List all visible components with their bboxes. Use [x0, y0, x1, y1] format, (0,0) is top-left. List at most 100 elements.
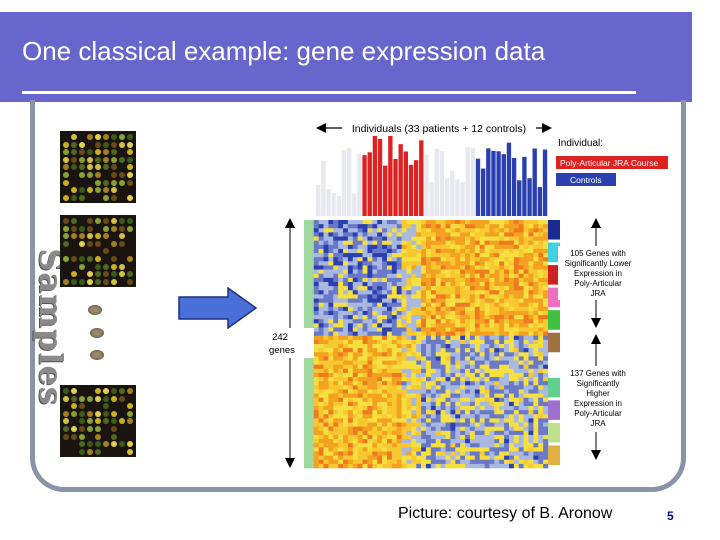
heatmap-cell — [333, 344, 339, 349]
heatmap-cell — [372, 406, 378, 411]
genes-label-bg — [266, 328, 314, 358]
heatmap-cell — [308, 377, 315, 382]
heatmap-cell — [440, 389, 446, 394]
heatmap-cell — [377, 339, 383, 345]
heatmap-cell — [484, 434, 490, 440]
heatmap-cell — [343, 282, 349, 287]
heatmap-cell — [484, 364, 490, 370]
array-spot — [103, 225, 109, 232]
heatmap-cell — [313, 240, 319, 246]
heatmap-cell — [469, 401, 476, 407]
heatmap-cell — [357, 463, 363, 469]
array-spot — [63, 256, 69, 262]
heatmap-cell — [323, 447, 329, 452]
array-spot — [63, 426, 69, 432]
array-spot — [71, 426, 77, 432]
array-spot — [127, 172, 133, 178]
heatmap-cell — [338, 290, 344, 295]
array-spot — [95, 256, 101, 262]
heatmap-cell — [489, 224, 495, 229]
heatmap-cell — [426, 228, 432, 233]
heatmap-cell — [440, 434, 446, 440]
heatmap-cell — [338, 372, 344, 378]
heatmap-cell — [396, 451, 402, 456]
heatmap-cell — [406, 290, 412, 295]
heatmap-cell — [377, 220, 383, 225]
column-bar — [491, 150, 496, 216]
heatmap-cell — [396, 344, 402, 349]
heatmap-cell — [435, 282, 441, 287]
group1-label-bg — [558, 246, 638, 300]
heatmap-cell — [386, 344, 393, 349]
heatmap-cell — [430, 306, 437, 312]
array-spot — [111, 240, 117, 247]
heatmap-cell — [382, 397, 388, 403]
heatmap-cell — [367, 414, 373, 419]
heatmap-cell — [362, 265, 368, 270]
heatmap-cell — [401, 302, 407, 308]
column-bar — [517, 180, 522, 216]
heatmap-cell — [430, 455, 437, 461]
heatmap-cell — [304, 315, 310, 320]
heatmap-cell — [474, 434, 480, 440]
heatmap-cell — [308, 302, 315, 308]
heatmap-cell — [328, 348, 334, 353]
heatmap-cell — [474, 302, 480, 308]
heatmap-cell — [435, 344, 441, 349]
heatmap-cell — [382, 315, 388, 320]
heatmap-cell — [318, 459, 324, 465]
heatmap-cell — [323, 406, 329, 411]
heatmap-cell — [382, 282, 388, 287]
heatmap-cell — [391, 356, 398, 361]
heatmap-cell — [416, 265, 422, 270]
heatmap-cell — [347, 377, 354, 382]
heatmap-cell — [362, 244, 368, 250]
column-bar — [377, 138, 383, 216]
heatmap-cell — [528, 310, 534, 316]
heatmap-cell — [484, 426, 490, 432]
heatmap-cell — [304, 273, 310, 279]
heatmap-cell — [391, 228, 398, 233]
heatmap-cell — [318, 422, 324, 427]
heatmap-cell — [391, 389, 398, 394]
array-spot — [71, 187, 77, 194]
heatmap-cell — [440, 451, 446, 456]
heatmap-cell — [499, 356, 505, 361]
heatmap-cell — [499, 393, 505, 399]
heatmap-cell — [338, 236, 344, 241]
heatmap-cell — [343, 426, 349, 432]
heatmap-cell — [333, 327, 339, 332]
heatmap-cell — [489, 422, 495, 427]
heatmap-cell — [533, 253, 539, 258]
heatmap-cell — [411, 381, 417, 386]
heatmap-cell — [538, 434, 544, 440]
heatmap-cell — [513, 232, 520, 237]
heatmap-cell — [391, 459, 398, 465]
heatmap-cell — [347, 236, 354, 241]
heatmap-cell — [528, 248, 534, 254]
heatmap-cell — [313, 253, 319, 258]
heatmap-cell — [494, 443, 500, 448]
heatmap-cell — [352, 298, 358, 303]
heatmap-cell — [504, 463, 510, 469]
heatmap-cell — [513, 418, 520, 423]
heatmap-cell — [318, 257, 324, 262]
heatmap-cell — [479, 385, 485, 390]
heatmap-cell — [308, 319, 315, 324]
heatmap-cell — [504, 265, 510, 270]
heatmap-cell — [411, 426, 417, 432]
heatmap-cell — [528, 257, 534, 262]
heatmap-cell — [440, 364, 446, 370]
heatmap-cell — [469, 348, 476, 353]
heatmap-cell — [391, 385, 398, 390]
heatmap-cell — [460, 290, 466, 295]
heatmap-cell — [426, 364, 432, 370]
heatmap-cell — [499, 418, 505, 423]
heatmap-cell — [362, 439, 368, 444]
heatmap-cell — [401, 228, 407, 233]
heatmap-cell — [318, 253, 324, 258]
heatmap-cell — [304, 286, 310, 291]
heatmap-cell — [508, 323, 515, 328]
heatmap-cell — [499, 385, 505, 390]
heatmap-cell — [465, 401, 471, 407]
